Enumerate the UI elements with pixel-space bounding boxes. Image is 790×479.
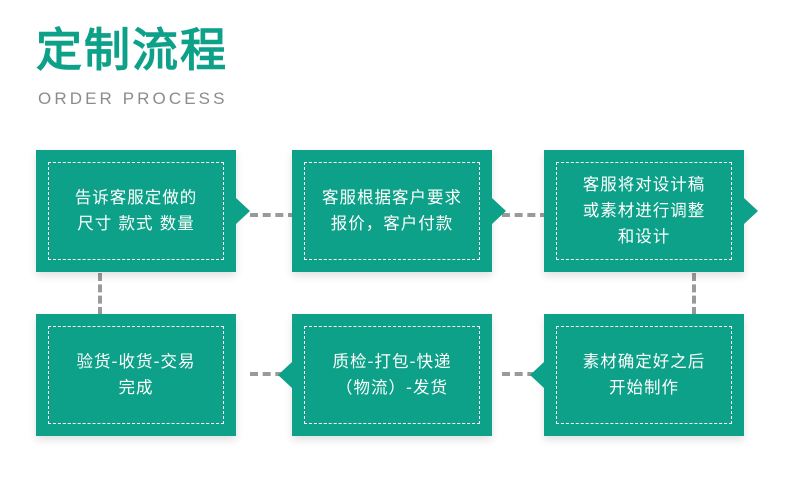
flow-step-5-border: 质检-打包-快递 （物流）-发货 [304, 326, 480, 424]
flow-step-1[interactable]: 告诉客服定做的 尺寸 款式 数量 [36, 150, 250, 272]
flow-step-1-label: 告诉客服定做的 尺寸 款式 数量 [74, 188, 198, 233]
arrow-left-icon-step-6 [530, 362, 544, 388]
flow-step-4[interactable]: 验货-收货-交易 完成 [36, 314, 236, 436]
flow-step-2-label: 客服根据客户要求 报价，客户付款 [322, 188, 462, 233]
arrow-right-icon-step-1 [236, 198, 250, 224]
connector-step2-to-step3 [502, 213, 548, 217]
page-title: 定制流程 [36, 23, 228, 77]
flow-step-3[interactable]: 客服将对设计稿 或素材进行调整 和设计 [544, 150, 758, 272]
connector-step1-to-step4 [98, 273, 102, 315]
flow-step-4-label: 验货-收货-交易 完成 [76, 352, 196, 397]
flow-step-3-border: 客服将对设计稿 或素材进行调整 和设计 [556, 162, 732, 260]
flow-step-5-label: 质检-打包-快递 （物流）-发货 [332, 352, 452, 397]
flow-step-6-border: 素材确定好之后 开始制作 [556, 326, 732, 424]
diagram-header: 定制流程 ORDER PROCESS [36, 22, 456, 110]
arrow-right-icon-step-3 [744, 198, 758, 224]
flow-step-5[interactable]: 质检-打包-快递 （物流）-发货 [278, 314, 492, 436]
flow-step-4-border: 验货-收货-交易 完成 [48, 326, 224, 424]
arrow-left-icon-step-5 [278, 362, 292, 388]
flow-step-3-label: 客服将对设计稿 或素材进行调整 和设计 [582, 175, 706, 246]
connector-step3-to-step6 [692, 273, 696, 315]
connector-step1-to-step2 [250, 213, 296, 217]
connector-step5-to-step4 [250, 372, 296, 376]
flow-step-2[interactable]: 客服根据客户要求 报价，客户付款 [292, 150, 506, 272]
flow-step-6[interactable]: 素材确定好之后 开始制作 [530, 314, 744, 436]
flow-step-2-border: 客服根据客户要求 报价，客户付款 [304, 162, 480, 260]
flow-step-1-border: 告诉客服定做的 尺寸 款式 数量 [48, 162, 224, 260]
page-subtitle: ORDER PROCESS [38, 89, 228, 108]
arrow-right-icon-step-2 [492, 198, 506, 224]
flow-step-6-label: 素材确定好之后 开始制作 [582, 352, 706, 397]
connector-step6-to-step5 [502, 372, 548, 376]
